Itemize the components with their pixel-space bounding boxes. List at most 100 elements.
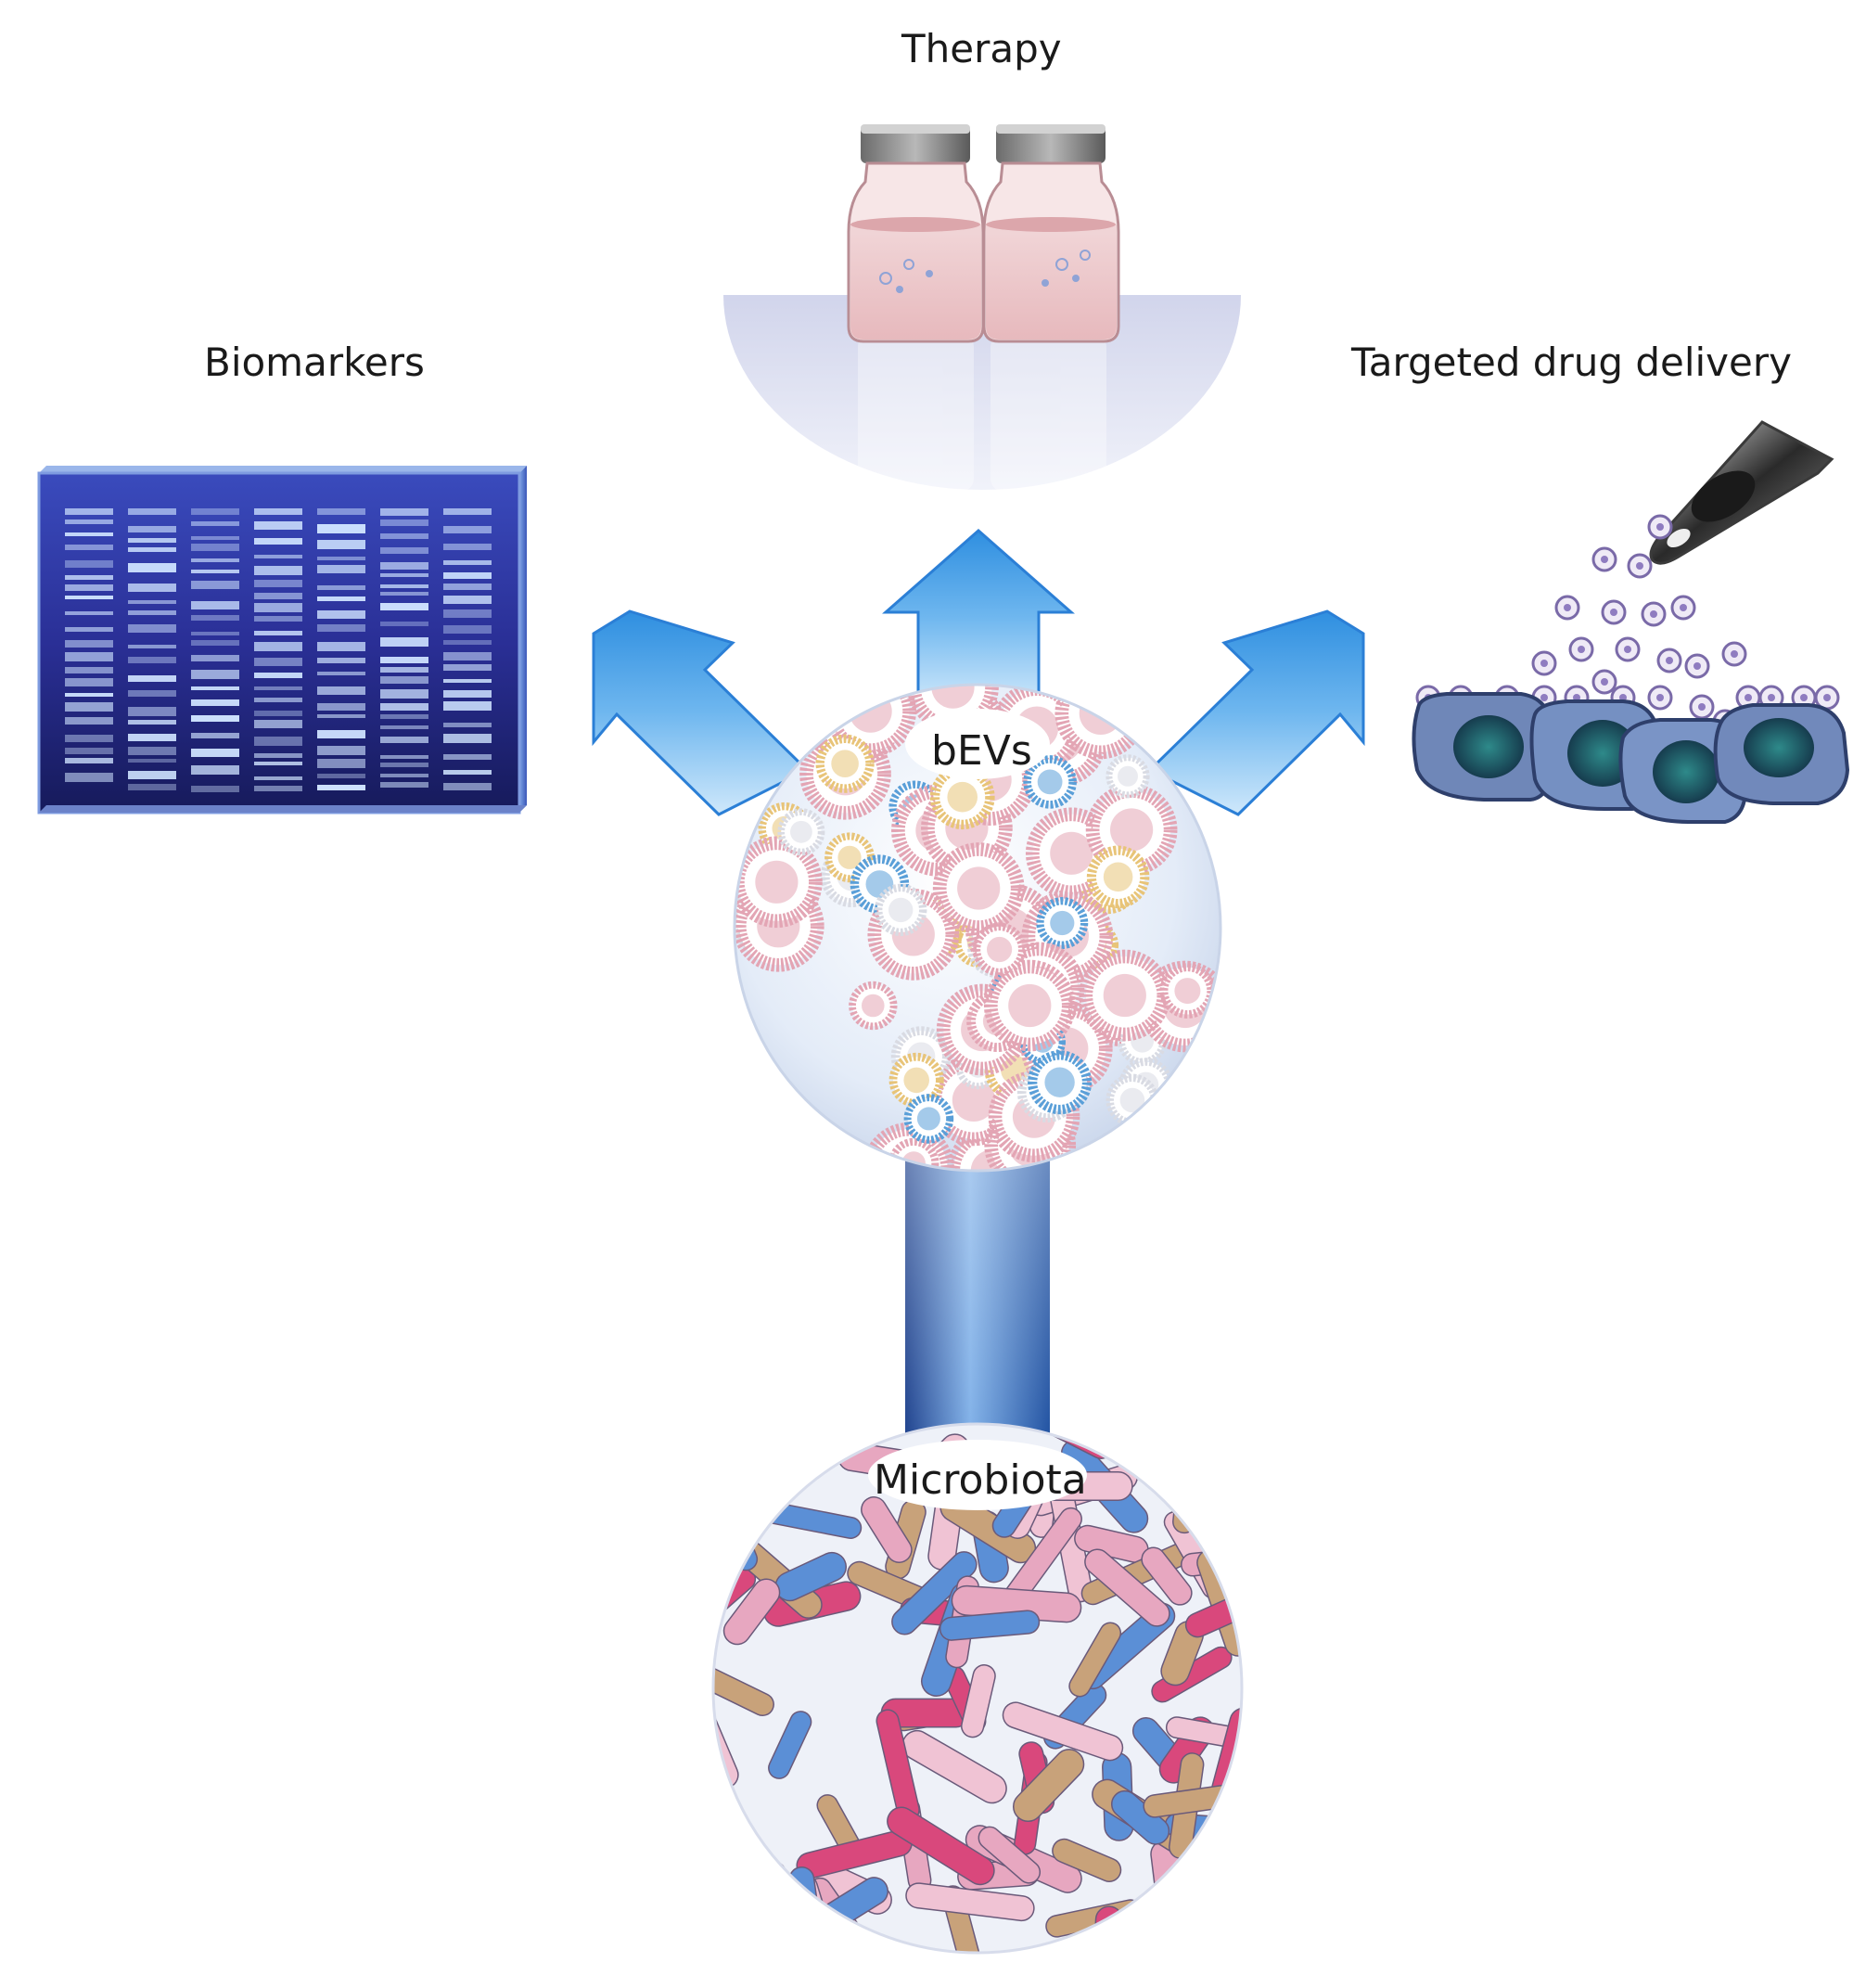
bacterium [1068, 1622, 1122, 1698]
gel-band [443, 770, 492, 775]
gel-electrophoresis-icon [37, 466, 527, 814]
gel-band [254, 580, 302, 587]
gel-band [380, 782, 428, 788]
gel-band [128, 584, 176, 592]
gel-band [380, 508, 428, 516]
gel-band [254, 616, 302, 622]
drug-particle-core [1656, 523, 1664, 531]
gel-band [443, 584, 492, 590]
drug-particle-core [1800, 694, 1808, 701]
gel-band [443, 609, 492, 618]
bacterium [713, 1860, 787, 1931]
gel-band [380, 755, 428, 759]
gel-band [191, 581, 239, 589]
vesicle-lumen [862, 994, 885, 1018]
bacterium [861, 1496, 913, 1563]
gel-band [65, 627, 113, 632]
gel-band [191, 749, 239, 757]
gel-band [191, 715, 239, 722]
bacterium [905, 1882, 1035, 1922]
gel-band [254, 786, 302, 791]
drug-particle-core [1601, 556, 1608, 563]
gel-band [443, 640, 492, 645]
drug-particle-core [1564, 604, 1571, 611]
gel-band [128, 600, 176, 604]
gel-band [65, 532, 113, 536]
gel-band [128, 747, 176, 755]
gel-band [65, 560, 113, 568]
gel-band [317, 703, 365, 711]
gel-band [317, 596, 365, 601]
bacterium [1151, 1424, 1242, 1443]
gel-band [380, 584, 428, 588]
gel-band [191, 570, 239, 573]
gel-band [380, 714, 428, 719]
gel-band [317, 610, 365, 619]
drug-particle-core [1610, 609, 1617, 616]
gel-band [443, 526, 492, 533]
gel-band [317, 624, 365, 632]
gel-band [317, 524, 365, 533]
gel-band [380, 774, 428, 777]
gel-band [443, 701, 492, 711]
gel-band [443, 679, 492, 683]
gel-band [254, 686, 302, 690]
gel-band [191, 632, 239, 635]
gel-band [443, 652, 492, 661]
gel-band [380, 667, 428, 673]
gel-band [65, 584, 113, 591]
gel-band [191, 558, 239, 562]
arrow-to-therapy [882, 529, 1075, 707]
bacterium [1084, 1548, 1170, 1627]
gel-band [317, 557, 365, 560]
gel-band [65, 735, 113, 742]
gel-band [380, 689, 428, 699]
gel-band [380, 725, 428, 729]
bacterium [1141, 1546, 1193, 1606]
vesicle-lumen [831, 750, 859, 777]
gel-band [443, 572, 492, 579]
gel-band [317, 508, 365, 515]
gel-band [317, 746, 365, 755]
vesicle-lumen [916, 1107, 940, 1131]
bacterium [713, 1517, 744, 1546]
vesicle-lumen [903, 1067, 929, 1094]
gel-band [65, 508, 113, 515]
gel-band [254, 521, 302, 530]
bacterium [1172, 1460, 1202, 1534]
vesicle-lumen [1110, 808, 1154, 852]
gel-band [191, 686, 239, 690]
gel-band [317, 730, 365, 738]
gel-band [128, 690, 176, 697]
gel-band [128, 675, 176, 682]
vial-icon [723, 124, 1241, 490]
gel-band [191, 601, 239, 609]
gel-band [128, 759, 176, 763]
vesicle-lumen [837, 845, 862, 869]
gel-band [443, 596, 492, 604]
bacterium [901, 1729, 1007, 1804]
gel-band [128, 771, 176, 779]
gel-band [128, 784, 176, 790]
gel-band [128, 707, 176, 716]
bacterium [1177, 1495, 1242, 1522]
bacterium [961, 1664, 996, 1738]
gel-band [443, 664, 492, 671]
gel-band [254, 698, 302, 702]
gel-band [65, 640, 113, 648]
gel-band [380, 603, 428, 610]
gel-band [317, 672, 365, 675]
gel-band [380, 763, 428, 767]
bacterium [978, 1826, 1042, 1884]
gel-band [380, 573, 428, 577]
vesicle-lumen [888, 897, 914, 923]
gel-band [254, 566, 302, 575]
vesicle-lumen [1131, 1029, 1155, 1053]
gel-band [254, 555, 302, 558]
syringe-needle-icon [1649, 420, 1834, 565]
bacterium [1002, 1701, 1124, 1762]
gel-band [317, 714, 365, 718]
vesicle-lumen [1050, 831, 1093, 875]
gel-band [254, 673, 302, 678]
